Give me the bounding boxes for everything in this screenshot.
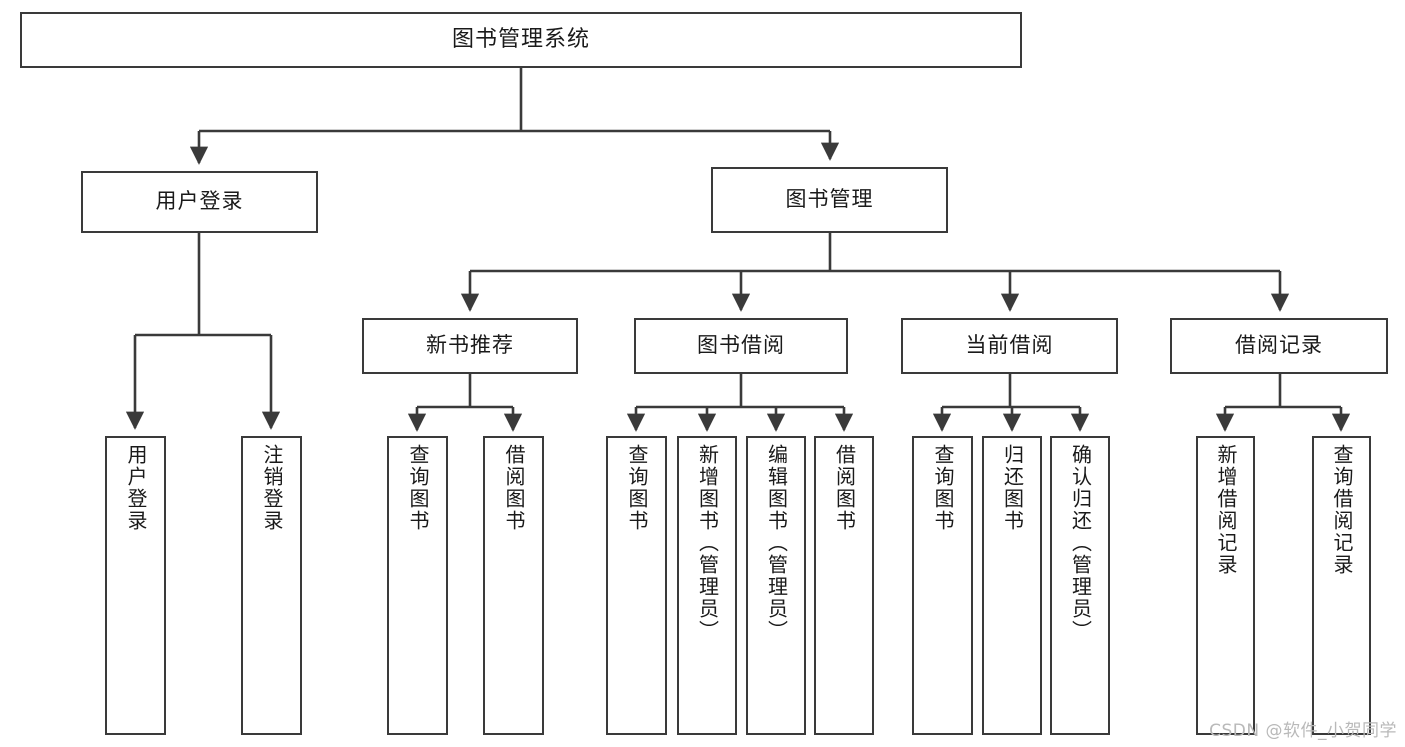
node-label: 用户登录: [155, 189, 244, 214]
node-book-manage[interactable]: 图书管理: [711, 167, 948, 233]
node-label: 确认归还（管理员）: [1068, 444, 1093, 642]
node-root-system[interactable]: 图书管理系统: [20, 12, 1022, 68]
node-new-book-rec[interactable]: 新书推荐: [362, 318, 578, 374]
node-label: 查询借阅记录: [1330, 444, 1354, 576]
node-label: 借阅图书: [502, 444, 526, 532]
node-label: 图书管理系统: [451, 26, 590, 52]
node-leaf-edit-book[interactable]: 编辑图书（管理员）: [746, 436, 806, 735]
node-leaf-logout[interactable]: 注销登录: [241, 436, 302, 735]
node-label: 新增图书（管理员）: [695, 444, 720, 642]
node-label: 注销登录: [260, 444, 284, 532]
node-leaf-query-record[interactable]: 查询借阅记录: [1312, 436, 1371, 735]
node-book-borrow[interactable]: 图书借阅: [634, 318, 848, 374]
node-leaf-add-book[interactable]: 新增图书（管理员）: [677, 436, 737, 735]
node-leaf-query-book-1[interactable]: 查询图书: [387, 436, 448, 735]
node-label: 借阅记录: [1235, 333, 1323, 358]
node-label: 查询图书: [931, 444, 955, 532]
node-label: 新书推荐: [426, 333, 514, 358]
node-leaf-query-book-2[interactable]: 查询图书: [606, 436, 667, 735]
node-leaf-add-record[interactable]: 新增借阅记录: [1196, 436, 1255, 735]
node-current-borrow[interactable]: 当前借阅: [901, 318, 1118, 374]
node-leaf-user-login[interactable]: 用户登录: [105, 436, 166, 735]
node-leaf-borrow-book-2[interactable]: 借阅图书: [814, 436, 874, 735]
node-label: 编辑图书（管理员）: [764, 444, 789, 642]
node-leaf-query-book-3[interactable]: 查询图书: [912, 436, 973, 735]
node-label: 用户登录: [124, 444, 148, 532]
node-label: 借阅图书: [832, 444, 857, 532]
node-label: 新增借阅记录: [1214, 444, 1238, 576]
node-leaf-borrow-book-1[interactable]: 借阅图书: [483, 436, 544, 735]
node-leaf-return-book[interactable]: 归还图书: [982, 436, 1042, 735]
node-label: 归还图书: [1000, 444, 1025, 532]
node-leaf-confirm-return[interactable]: 确认归还（管理员）: [1050, 436, 1110, 735]
node-label: 图书管理: [785, 187, 874, 212]
node-label: 当前借阅: [965, 333, 1054, 358]
node-user-login[interactable]: 用户登录: [81, 171, 318, 233]
node-label: 查询图书: [625, 444, 649, 532]
watermark-credit: CSDN @软件_小贺同学: [1209, 721, 1397, 741]
node-label: 图书借阅: [697, 333, 785, 358]
node-label: 查询图书: [406, 444, 430, 532]
node-borrow-record[interactable]: 借阅记录: [1170, 318, 1388, 374]
